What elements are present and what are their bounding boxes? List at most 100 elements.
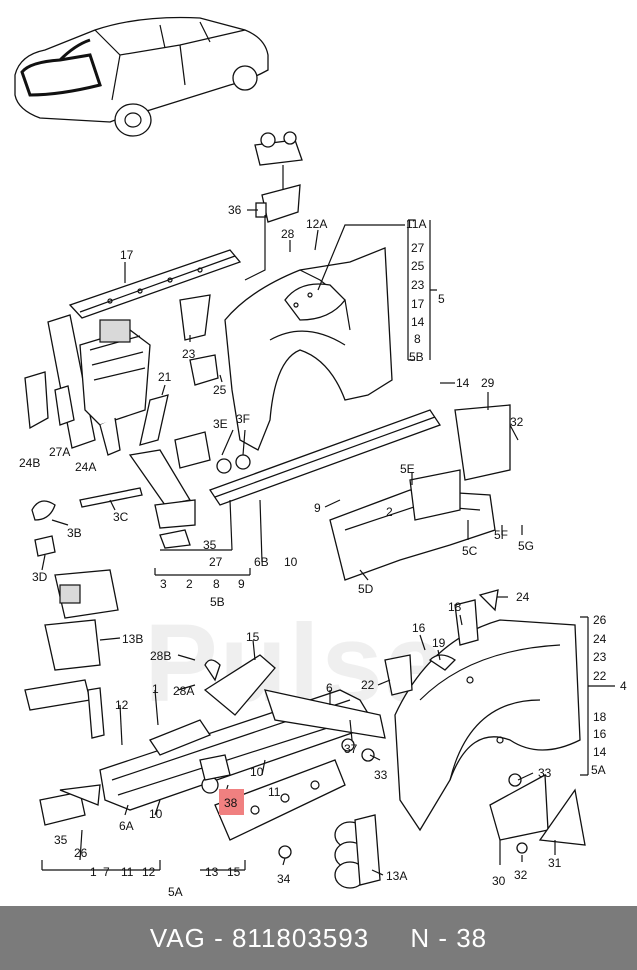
callout-3D: 3D <box>32 570 48 584</box>
callout-5A-bottom: 5A <box>168 885 183 899</box>
callout-3-bottom: 3 <box>160 577 167 591</box>
wheel-arch-panel-part <box>329 404 511 581</box>
callout-3B: 3B <box>67 526 82 540</box>
callout-31: 31 <box>548 856 562 870</box>
callout-24A: 24A <box>75 460 96 474</box>
callout-2-bottom: 2 <box>186 577 193 591</box>
callout-3F: 3F <box>236 412 250 426</box>
callout-15-low: 15 <box>246 630 260 644</box>
callout-25-mid: 25 <box>213 383 227 397</box>
callout-10-low: 10 <box>250 765 264 779</box>
callout-12-low: 12 <box>115 698 129 712</box>
callout-38-highlighted: 38 <box>224 796 238 810</box>
callout-27A: 27A <box>49 445 70 459</box>
callout-4-right: 4 <box>620 679 627 693</box>
upper-rail-part <box>68 249 242 319</box>
callout-34: 34 <box>277 872 291 886</box>
cross-member-part <box>174 409 441 506</box>
callout-16-right: 16 <box>593 727 607 741</box>
hinge-bracket-part <box>244 131 303 281</box>
callout-32-mid: 32 <box>510 415 524 429</box>
brackets-part <box>139 294 219 446</box>
callout-13-bottom: 13 <box>205 865 219 879</box>
callout-26-low: 26 <box>74 846 88 860</box>
callout-5D: 5D <box>358 582 374 596</box>
callout-6-low: 6 <box>326 681 333 695</box>
highlight-box <box>219 789 244 815</box>
callout-22-mid: 22 <box>361 678 375 692</box>
callout-9-bottom: 9 <box>238 577 245 591</box>
footer-position-prefix: N - <box>410 922 457 953</box>
lower-longitudinal-rail-part <box>128 449 196 549</box>
callout-11-bottom: 11 <box>121 865 134 879</box>
callout-27-mid: 27 <box>209 555 223 569</box>
callout-9: 9 <box>314 501 321 515</box>
callout-6A: 6A <box>119 819 134 833</box>
callout-13A: 13A <box>386 869 407 883</box>
callout-13B: 13B <box>122 632 143 646</box>
footer-caption: VAG - 811803593 N - 38 <box>150 923 487 954</box>
callout-12A-top: 12A <box>306 217 327 231</box>
callout-23-right: 23 <box>411 278 425 292</box>
lower-frame-rail-part <box>99 654 386 841</box>
callout-23-mid: 23 <box>182 347 196 361</box>
callout-5B-bottom: 5B <box>210 595 225 609</box>
callout-5C: 5C <box>462 544 478 558</box>
callout-35-mid: 35 <box>203 538 217 552</box>
callout-7-bottom: 7 <box>103 865 110 879</box>
footer-position: 38 <box>456 922 488 953</box>
callout-30: 30 <box>492 874 506 888</box>
car-thumbnail-icon <box>14 16 269 137</box>
callout-37: 37 <box>344 742 358 756</box>
callout-18-right: 18 <box>593 710 607 724</box>
callout-29: 29 <box>481 376 495 390</box>
callout-14-right-low: 14 <box>593 745 607 759</box>
callout-labels: 36 12A 28 11A 27 25 23 17 14 8 5B 5 17 2… <box>19 203 627 899</box>
callout-2-mid: 2 <box>386 505 393 519</box>
callout-18: 18 <box>448 600 462 614</box>
engine-block-part <box>79 319 151 456</box>
front-side-member-part <box>24 314 96 449</box>
callout-36: 36 <box>228 203 242 217</box>
callout-28B: 28B <box>150 649 171 663</box>
callout-33-right: 33 <box>538 766 552 780</box>
callout-17-right: 17 <box>411 297 425 311</box>
callout-16: 16 <box>412 621 426 635</box>
callout-1-low: 1 <box>152 682 159 696</box>
callout-5F: 5F <box>494 528 508 542</box>
callout-6B: 6B <box>254 555 269 569</box>
callout-15-bottom: 15 <box>227 865 241 879</box>
callout-14-right: 14 <box>411 315 425 329</box>
callout-5-right: 5 <box>438 292 445 306</box>
callout-25-right: 25 <box>411 259 425 273</box>
right-wheelhouse-panel-part <box>384 589 586 854</box>
callout-24B: 24B <box>19 456 40 470</box>
callout-12-bottom: 12 <box>142 865 156 879</box>
mounts-part <box>278 814 381 889</box>
callout-22-right: 22 <box>593 669 607 683</box>
callout-3C: 3C <box>113 510 129 524</box>
exploded-view-drawing: 36 12A 28 11A 27 25 23 17 14 8 5B 5 17 2… <box>14 16 627 899</box>
callout-21: 21 <box>158 370 172 384</box>
callout-10-mid: 10 <box>284 555 298 569</box>
callout-23-right-low: 23 <box>593 650 607 664</box>
callout-1-bottom: 1 <box>90 865 97 879</box>
callout-10-bottom: 10 <box>149 807 163 821</box>
callout-3E: 3E <box>213 417 228 431</box>
callout-11-low: 11 <box>268 785 281 799</box>
callout-8-right: 8 <box>414 332 421 346</box>
callout-8-bottom: 8 <box>213 577 220 591</box>
callout-27-right: 27 <box>411 241 425 255</box>
callout-5E: 5E <box>400 462 415 476</box>
callout-14-mid: 14 <box>456 376 470 390</box>
callout-32-low: 32 <box>514 868 528 882</box>
footer-part-number: 811803593 <box>231 922 370 953</box>
parts-diagram: Pulsar <box>14 16 627 899</box>
abs-unit-part <box>24 569 119 739</box>
callout-24-right: 24 <box>593 632 607 646</box>
callout-5A-right: 5A <box>591 763 606 777</box>
callout-24-top: 24 <box>516 590 530 604</box>
callout-26-right: 26 <box>593 613 607 627</box>
callout-28A: 28A <box>173 684 194 698</box>
footer-brand: VAG <box>149 922 206 953</box>
